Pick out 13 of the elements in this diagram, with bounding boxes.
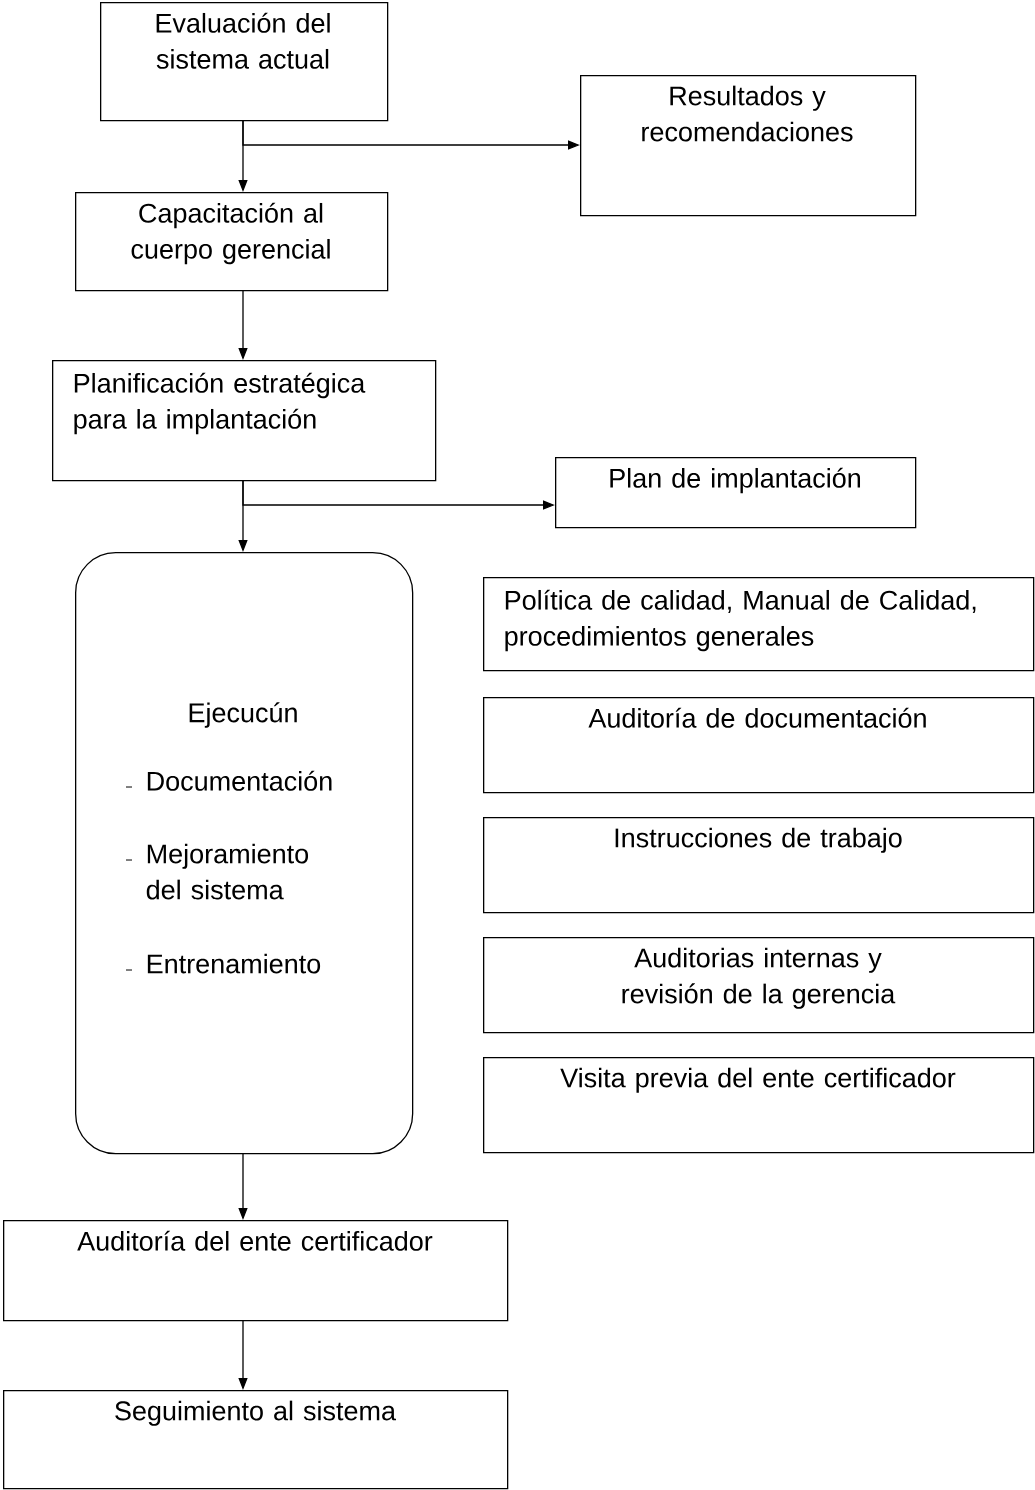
rounded-process-box: Ejecucún Documentación Mejoramiento del sistema Entrenamiento (75, 552, 414, 1155)
process-box: Capacitación al cuerpo gerencial (75, 192, 389, 292)
process-box: Auditoría de documentación (483, 697, 1035, 794)
process-box: Instrucciones de trabajo (483, 817, 1035, 914)
process-box: Auditoría del ente certificador (3, 1220, 509, 1322)
process-box: Planificación estratégica para la implantación (52, 360, 437, 482)
process-box: Auditorias internas y revisión de la gerencia (483, 937, 1035, 1034)
process-box: Plan de implantación (555, 457, 917, 529)
process-box: Evaluación del sistema actual (100, 2, 389, 122)
process-box: Resultados y recomendaciones (580, 75, 917, 217)
process-box: Visita previa del ente certificador (483, 1057, 1035, 1154)
process-box: Política de calidad, Manual de Calidad, procedimientos generales (483, 577, 1035, 672)
process-box: Seguimiento al sistema (3, 1390, 509, 1490)
